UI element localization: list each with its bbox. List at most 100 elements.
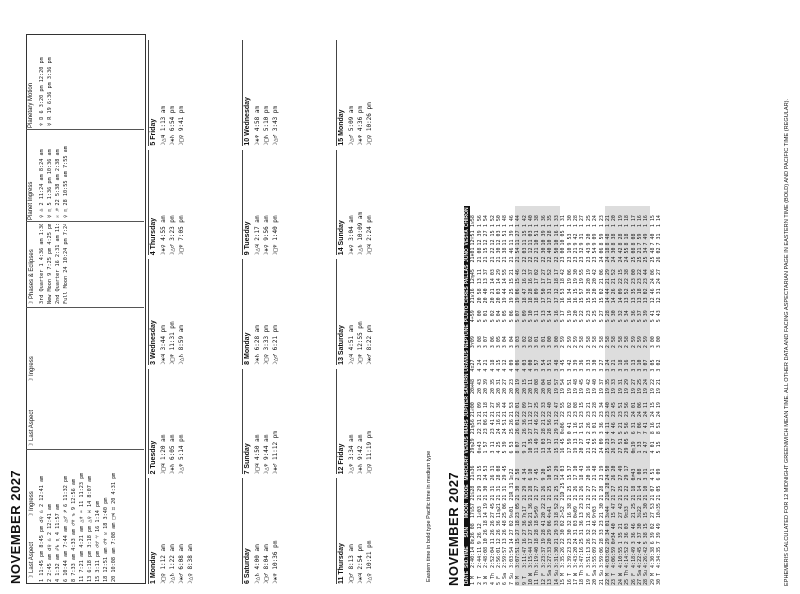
day-aspect-line: ☽△♃ 1:13 am: [160, 105, 167, 146]
day-aspect-line: ☽⚹♃ 3:44 pm: [160, 325, 167, 365]
day-cell: 13 Saturday☽△♃ 4:51 am☽□♆ 12:55 pm☽⚹♂ 8:…: [336, 259, 427, 365]
ephemeris-cell: 19 21: [656, 378, 663, 395]
day-aspect-line: ☽△♄ 10:09 am: [357, 211, 364, 256]
ephemeris-cell: 14 26: [611, 285, 618, 305]
day-aspect-line: ☽⚹♄ 6:54 pm: [169, 105, 176, 146]
ephemeris-cell: 13 02: [643, 285, 650, 305]
day-aspect-line: ☽⚹♄ 9:42 am: [357, 434, 364, 475]
ephemeris-cell: 2:40:14: [470, 546, 477, 568]
aspect-row: 4 1:32 am ☍♄ ♏ 4 11:57 am: [55, 503, 61, 582]
ephemeris-cell: 24 55: [624, 246, 631, 264]
ephemeris-cell: 25 Th: [624, 568, 631, 586]
day-heading: 13 Saturday: [338, 325, 345, 365]
day-aspect-line: ☽⚹♆ 4:36 pm: [357, 105, 364, 146]
day-heading: 8 Monday: [244, 332, 251, 365]
ephemeris-cell: 20 40: [483, 288, 490, 304]
day-aspect-line: ☽□♂ 8:13 am: [348, 544, 355, 584]
day-aspect-line: ☽□♀ 11:19 pm: [366, 431, 373, 475]
ephemeris-cell: 28 Su: [643, 568, 650, 586]
ephemeris-cell: 18 28 18: [534, 519, 541, 546]
ephemeris-cell: 21♍56: [470, 419, 477, 435]
phase-row: Full Moon 24 10:24 pm 7:24 pm: [63, 224, 69, 304]
aspect-row: 20 10:08 am 7:08 am □♃ ♊ 20 4:31 pm: [111, 472, 117, 582]
ephemeris-cell: 23 05: [515, 501, 522, 520]
aspect-row: 13 6:18 pm 3:18 pm △♀ ♓ 14 8:07 am: [87, 475, 93, 582]
ephemeris-cell: 3:19:40: [534, 545, 541, 569]
ephemeris-cell: 24 30: [611, 246, 618, 264]
day-cell: 11 Thursday☽□♂ 8:13 am☽⚹♃ 2:54 pm☽△♀ 10:…: [336, 478, 427, 584]
day-cell: 15 Monday☽△♂ 5:09 am☽⚹♆ 4:36 pm☽□♀ 10:26…: [336, 40, 427, 146]
ephemeris-cell: 21D 25: [560, 482, 567, 501]
day-aspect-line: ☽□♃ 2:24 pm: [366, 215, 373, 256]
day-aspect-line: ☽□♂ 8:04 am: [263, 544, 270, 584]
planet-ingress-row: ♀ ♏ 28 10:55 am 7:55 am: [63, 146, 69, 218]
day-aspect-line: ☽△♄ 1:22 am: [169, 544, 176, 584]
ephemeris-cell: 21 38: [502, 247, 509, 263]
ephemeris-cell: 11 49: [534, 435, 541, 455]
ephemeris-cell: 29♍29: [470, 438, 477, 454]
day-aspect-line: ☽⚹♄ 6:05 am: [169, 434, 176, 475]
aspect-row: 15 3:11 pm ♂♂ ♈ 16 1:14 pm: [95, 500, 101, 582]
ephemeris-cell: 11 Th: [534, 568, 541, 586]
day-cell: 1 Monday☽□♀ 1:12 am☽△♄ 1:22 am☽⚹♂ 6:08 a…: [148, 478, 239, 584]
ephemeris-cell: 23 00: [560, 247, 567, 263]
day-heading: 3 Wednesday: [150, 320, 157, 365]
ephemeris-cell: 16 34: [566, 288, 573, 304]
ephemeris-cell: 30 T: [656, 572, 663, 585]
ephemeris-cell: 3 00: [656, 336, 663, 349]
aspect-row: 1 11:45 pm 8:45 pm ☌♀ ♎ 2 12:41 am: [39, 475, 45, 582]
day-aspect-line: ☽△♂ 5:09 am: [348, 105, 355, 146]
day-heading: 4 Thursday: [150, 217, 157, 256]
day-aspect-line: ☽□♃ 1:20 am: [160, 434, 167, 475]
day-aspect-line: ☽△♂ 3:43 pm: [272, 105, 279, 146]
phases-header: ☽ Phases & Eclipses: [29, 249, 35, 306]
ephemeris-cell: 15 57: [579, 288, 586, 304]
day-aspect-line: ☽△♀ 10:21 pm: [366, 540, 373, 584]
day-cell: 4 Thursday☽⚹♀ 4:55 am☽△♂ 3:23 pm☽□♆ 7:05…: [148, 149, 239, 256]
ephemeris-cell: 23 32: [579, 247, 586, 263]
day-aspect-line: ☽⚹♆ 4:58 am: [254, 105, 261, 146]
ephemeris-cell: 14 19: [483, 503, 490, 519]
ephemeris-cell: 10 26 18: [483, 520, 490, 545]
day-heading: 2 Tuesday: [150, 440, 157, 475]
ephemeris-cell: 21 Su: [598, 569, 605, 585]
day-cell: 6 Saturday☽△♄ 4:00 am☽□♂ 8:04 am☽⚹♆ 10:3…: [242, 478, 333, 584]
day-aspect-line: ☽□♆ 12:55 pm: [357, 321, 364, 365]
day-aspect-line: ☽□♀ 10:26 pm: [366, 102, 373, 146]
day-cell: 9 Tuesday☽△♃ 2:17 am☽⚹♀ 9:56 am☽□♆ 1:40 …: [242, 149, 333, 256]
day-aspect-line: ☽△♂ 6:21 pm: [272, 325, 279, 365]
day-aspect-line: ☽□♃ 4:50 am: [254, 434, 261, 475]
ephemeris-cell: 3:55:09: [592, 546, 599, 568]
ephemeris-cell: 13 26 48: [502, 520, 509, 545]
day-aspect-line: ☽⚹♂ 11:12 pm: [272, 431, 279, 475]
ephemeris-cell: 4:14:52: [624, 545, 631, 569]
ephemeris-cell: 25 06: [502, 503, 509, 519]
day-cell: 3 Wednesday☽⚹♃ 3:44 pm☽□♆ 11:31 pm☽△♄ 8:…: [148, 259, 239, 365]
ephemeris-cell: 12 31: [656, 288, 663, 304]
ephemeris-cell: 26 01: [515, 418, 522, 436]
day-aspect-line: ☽□♄ 5:10 pm: [263, 105, 270, 146]
ephemeris-cell: 27 46: [534, 418, 541, 436]
left-page: NOVEMBER 2027 ☽ Last Aspect ☽ Ingress ☽ …: [8, 32, 438, 588]
ephemeris-cell: 18 Th: [579, 569, 586, 585]
ephemeris-cell: 26 37: [611, 435, 618, 455]
day-aspect-line: ☽△♄ 8:59 am: [178, 325, 185, 365]
day-heading: 6 Saturday: [244, 548, 251, 584]
ephemeris-cell: 20 27: [579, 438, 586, 454]
ephemeris-cell: 1 14: [656, 215, 663, 228]
ephemeris-cell: 15 27 18: [515, 519, 522, 546]
day-heading: 1 Monday: [150, 551, 157, 584]
day-cell: 5 Friday☽△♃ 1:13 am☽⚹♄ 6:54 pm☽□♀ 9:41 p…: [148, 40, 239, 146]
day-heading: 5 Friday: [150, 118, 157, 146]
ephemeris-cell: 10 05: [560, 230, 567, 246]
ephemeris-cell: 11 27: [515, 228, 522, 247]
ephemeris-cell: 28 56: [547, 418, 554, 436]
ephemeris-cell: 23 54: [592, 247, 599, 263]
ephemeris-cell: 22 30 02: [560, 520, 567, 545]
day-heading: 14 Sunday: [338, 220, 345, 256]
aspect-row: 2 2:45 am ☌♀ ♎ 2 12:41 am: [47, 503, 53, 582]
